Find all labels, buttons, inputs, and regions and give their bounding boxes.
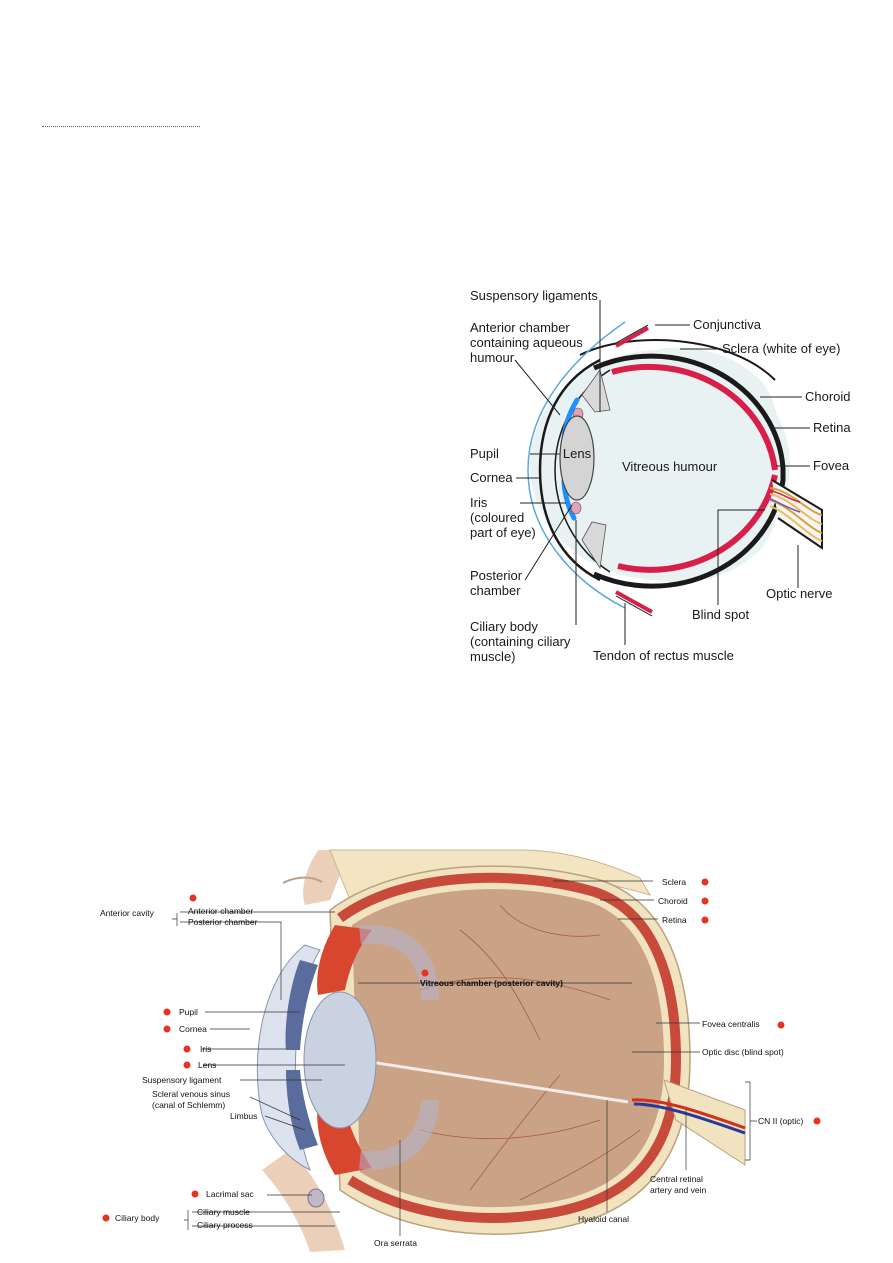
cornea-curve	[538, 358, 601, 582]
label-iris-1: Iris	[470, 495, 488, 510]
label-ciliary-process: Ciliary process	[197, 1220, 253, 1230]
label-anterior-chamber: Anterior chamber	[188, 906, 253, 916]
label-iris: Iris	[200, 1044, 211, 1054]
label-fovea: Fovea	[813, 458, 850, 473]
label-central-retinal-2: artery and vein	[650, 1185, 706, 1195]
label-fovea-centralis: Fovea centralis	[702, 1019, 760, 1029]
lens-label: Lens	[563, 446, 592, 461]
hyaloid-canal-line	[344, 1056, 629, 1104]
label-ciliary-muscle: Ciliary muscle	[197, 1207, 250, 1217]
label-blind-spot: Blind spot	[692, 607, 749, 622]
label-posterior-chamber-1: Posterior	[470, 568, 523, 583]
label-cornea: Cornea	[179, 1024, 207, 1034]
eye-diagram-detailed: Anterior cavity Anterior chamber Posteri…	[100, 849, 821, 1252]
ciliary-body-upper	[317, 925, 372, 995]
label-tendon: Tendon of rectus muscle	[593, 648, 734, 663]
label-retina: Retina	[662, 915, 687, 925]
label-anterior-chamber-1: Anterior chamber	[470, 320, 570, 335]
label-optic-nerve: Optic nerve	[766, 586, 832, 601]
vitreous-humour-label: Vitreous humour	[622, 459, 718, 474]
label-cornea: Cornea	[470, 470, 513, 485]
label-central-retinal-1: Central retinal	[650, 1174, 703, 1184]
label-sclera: Sclera (white of eye)	[722, 341, 841, 356]
label-suspensory-ligament: Suspensory ligament	[142, 1075, 222, 1085]
label-iris-3: part of eye)	[470, 525, 536, 540]
label-iris-2: (coloured	[470, 510, 524, 525]
label-hyaloid-canal: Hyaloid canal	[578, 1214, 629, 1224]
eyelid-lower	[262, 1150, 345, 1252]
label-lens: Lens	[198, 1060, 216, 1070]
label-ciliary-body-1: Ciliary body	[470, 619, 538, 634]
label-optic-disc: Optic disc (blind spot)	[702, 1047, 784, 1057]
label-ora-serrata: Ora serrata	[374, 1238, 417, 1248]
label-conjunctiva: Conjunctiva	[693, 317, 762, 332]
optic-nerve	[663, 1079, 746, 1166]
lens-body	[303, 991, 377, 1129]
label-cn-ii: CN II (optic)	[758, 1116, 804, 1126]
label-suspensory-ligaments: Suspensory ligaments	[470, 288, 598, 303]
label-pupil: Pupil	[179, 1007, 198, 1017]
label-scleral-venous-sinus-1: Scleral venous sinus	[152, 1089, 230, 1099]
tendon-band	[615, 590, 653, 614]
label-anterior-chamber-3: humour	[470, 350, 515, 365]
label-pupil: Pupil	[470, 446, 499, 461]
label-scleral-venous-sinus-2: (canal of Schlemm)	[152, 1100, 225, 1110]
label-choroid: Choroid	[805, 389, 851, 404]
lacrimal-sac-shape	[307, 1188, 325, 1208]
choroid-band	[337, 872, 682, 1223]
label-choroid: Choroid	[658, 896, 688, 906]
eye-diagram-simple: Lens Vitreous humour Suspensory ligament…	[470, 288, 851, 664]
label-sclera: Sclera	[662, 877, 686, 887]
label-ciliary-body-2: (containing ciliary	[470, 634, 571, 649]
ciliary-upper	[581, 369, 611, 413]
label-ciliary-body: Ciliary body	[115, 1213, 160, 1223]
conjunctiva-line	[527, 321, 626, 609]
label-lacrimal-sac: Lacrimal sac	[206, 1189, 254, 1199]
label-retina: Retina	[813, 420, 851, 435]
header-rule	[42, 126, 200, 127]
label-ciliary-body-3: muscle)	[470, 649, 516, 664]
label-vitreous-chamber: Vitreous chamber (posterior cavity)	[420, 978, 563, 988]
lens-shape	[559, 415, 595, 501]
marker-dots	[102, 878, 821, 1222]
label-anterior-chamber-2: containing aqueous	[470, 335, 583, 350]
ciliary-lower	[581, 521, 607, 570]
label-anterior-cavity: Anterior cavity	[100, 908, 155, 918]
conjunctiva-band	[615, 326, 649, 348]
iris-shape	[285, 960, 318, 1150]
label-posterior-chamber: Posterior chamber	[188, 917, 258, 927]
label-limbus: Limbus	[230, 1111, 257, 1121]
optic-nerve-sheath	[771, 479, 823, 550]
sclera-layer	[592, 353, 786, 589]
label-posterior-chamber-2: chamber	[470, 583, 521, 598]
